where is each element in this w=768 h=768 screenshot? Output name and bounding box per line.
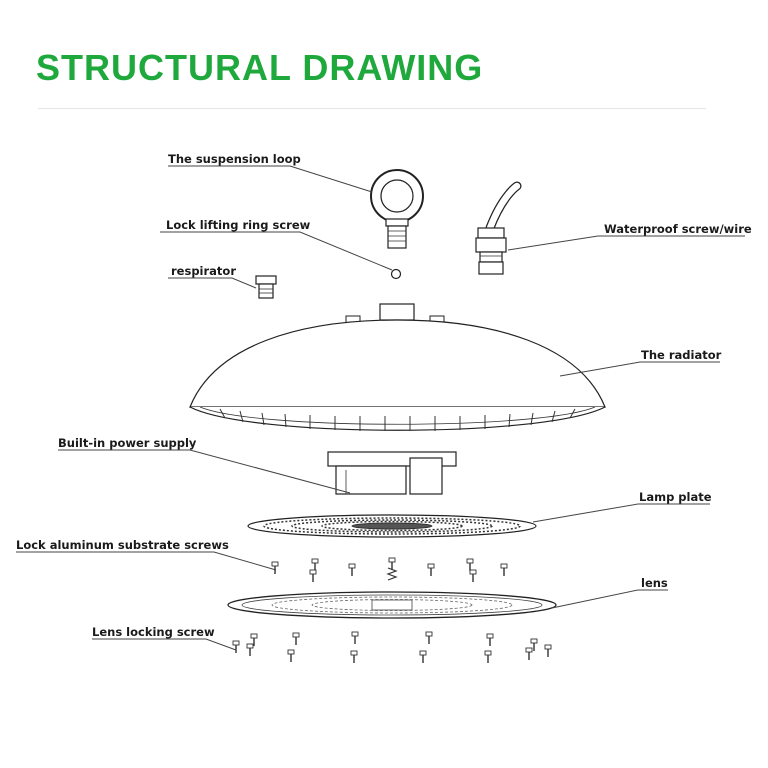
- lens-locking-screws: [232, 631, 552, 664]
- leader-lines: [16, 165, 745, 651]
- substrate-screws: [271, 557, 508, 583]
- label-lens-locking-screw: Lens locking screw: [92, 625, 215, 639]
- label-lens: lens: [641, 576, 668, 590]
- power-supply-part: [327, 451, 457, 495]
- label-power-supply: Built-in power supply: [58, 436, 197, 450]
- respirator-part: [255, 275, 277, 299]
- radiator-part: [189, 303, 606, 431]
- lamp-plate-part: [247, 514, 537, 538]
- waterproof-gland-part: [475, 181, 522, 275]
- label-lock-aluminum-substrate-screws: Lock aluminum substrate screws: [16, 538, 229, 552]
- suspension-loop-part: [370, 169, 424, 249]
- label-respirator: respirator: [171, 264, 236, 278]
- label-waterproof-screw-wire: Waterproof screw/wire: [604, 222, 752, 236]
- label-lamp-plate: Lamp plate: [639, 490, 712, 504]
- lens-part: [227, 591, 557, 619]
- label-lock-lifting-ring-screw: Lock lifting ring screw: [166, 218, 311, 232]
- title-divider: [38, 108, 706, 109]
- label-suspension-loop: The suspension loop: [168, 152, 301, 166]
- page-title: STRUCTURAL DRAWING: [36, 47, 484, 88]
- label-radiator: The radiator: [641, 348, 722, 362]
- lifting-ring-screw-part: [390, 268, 402, 280]
